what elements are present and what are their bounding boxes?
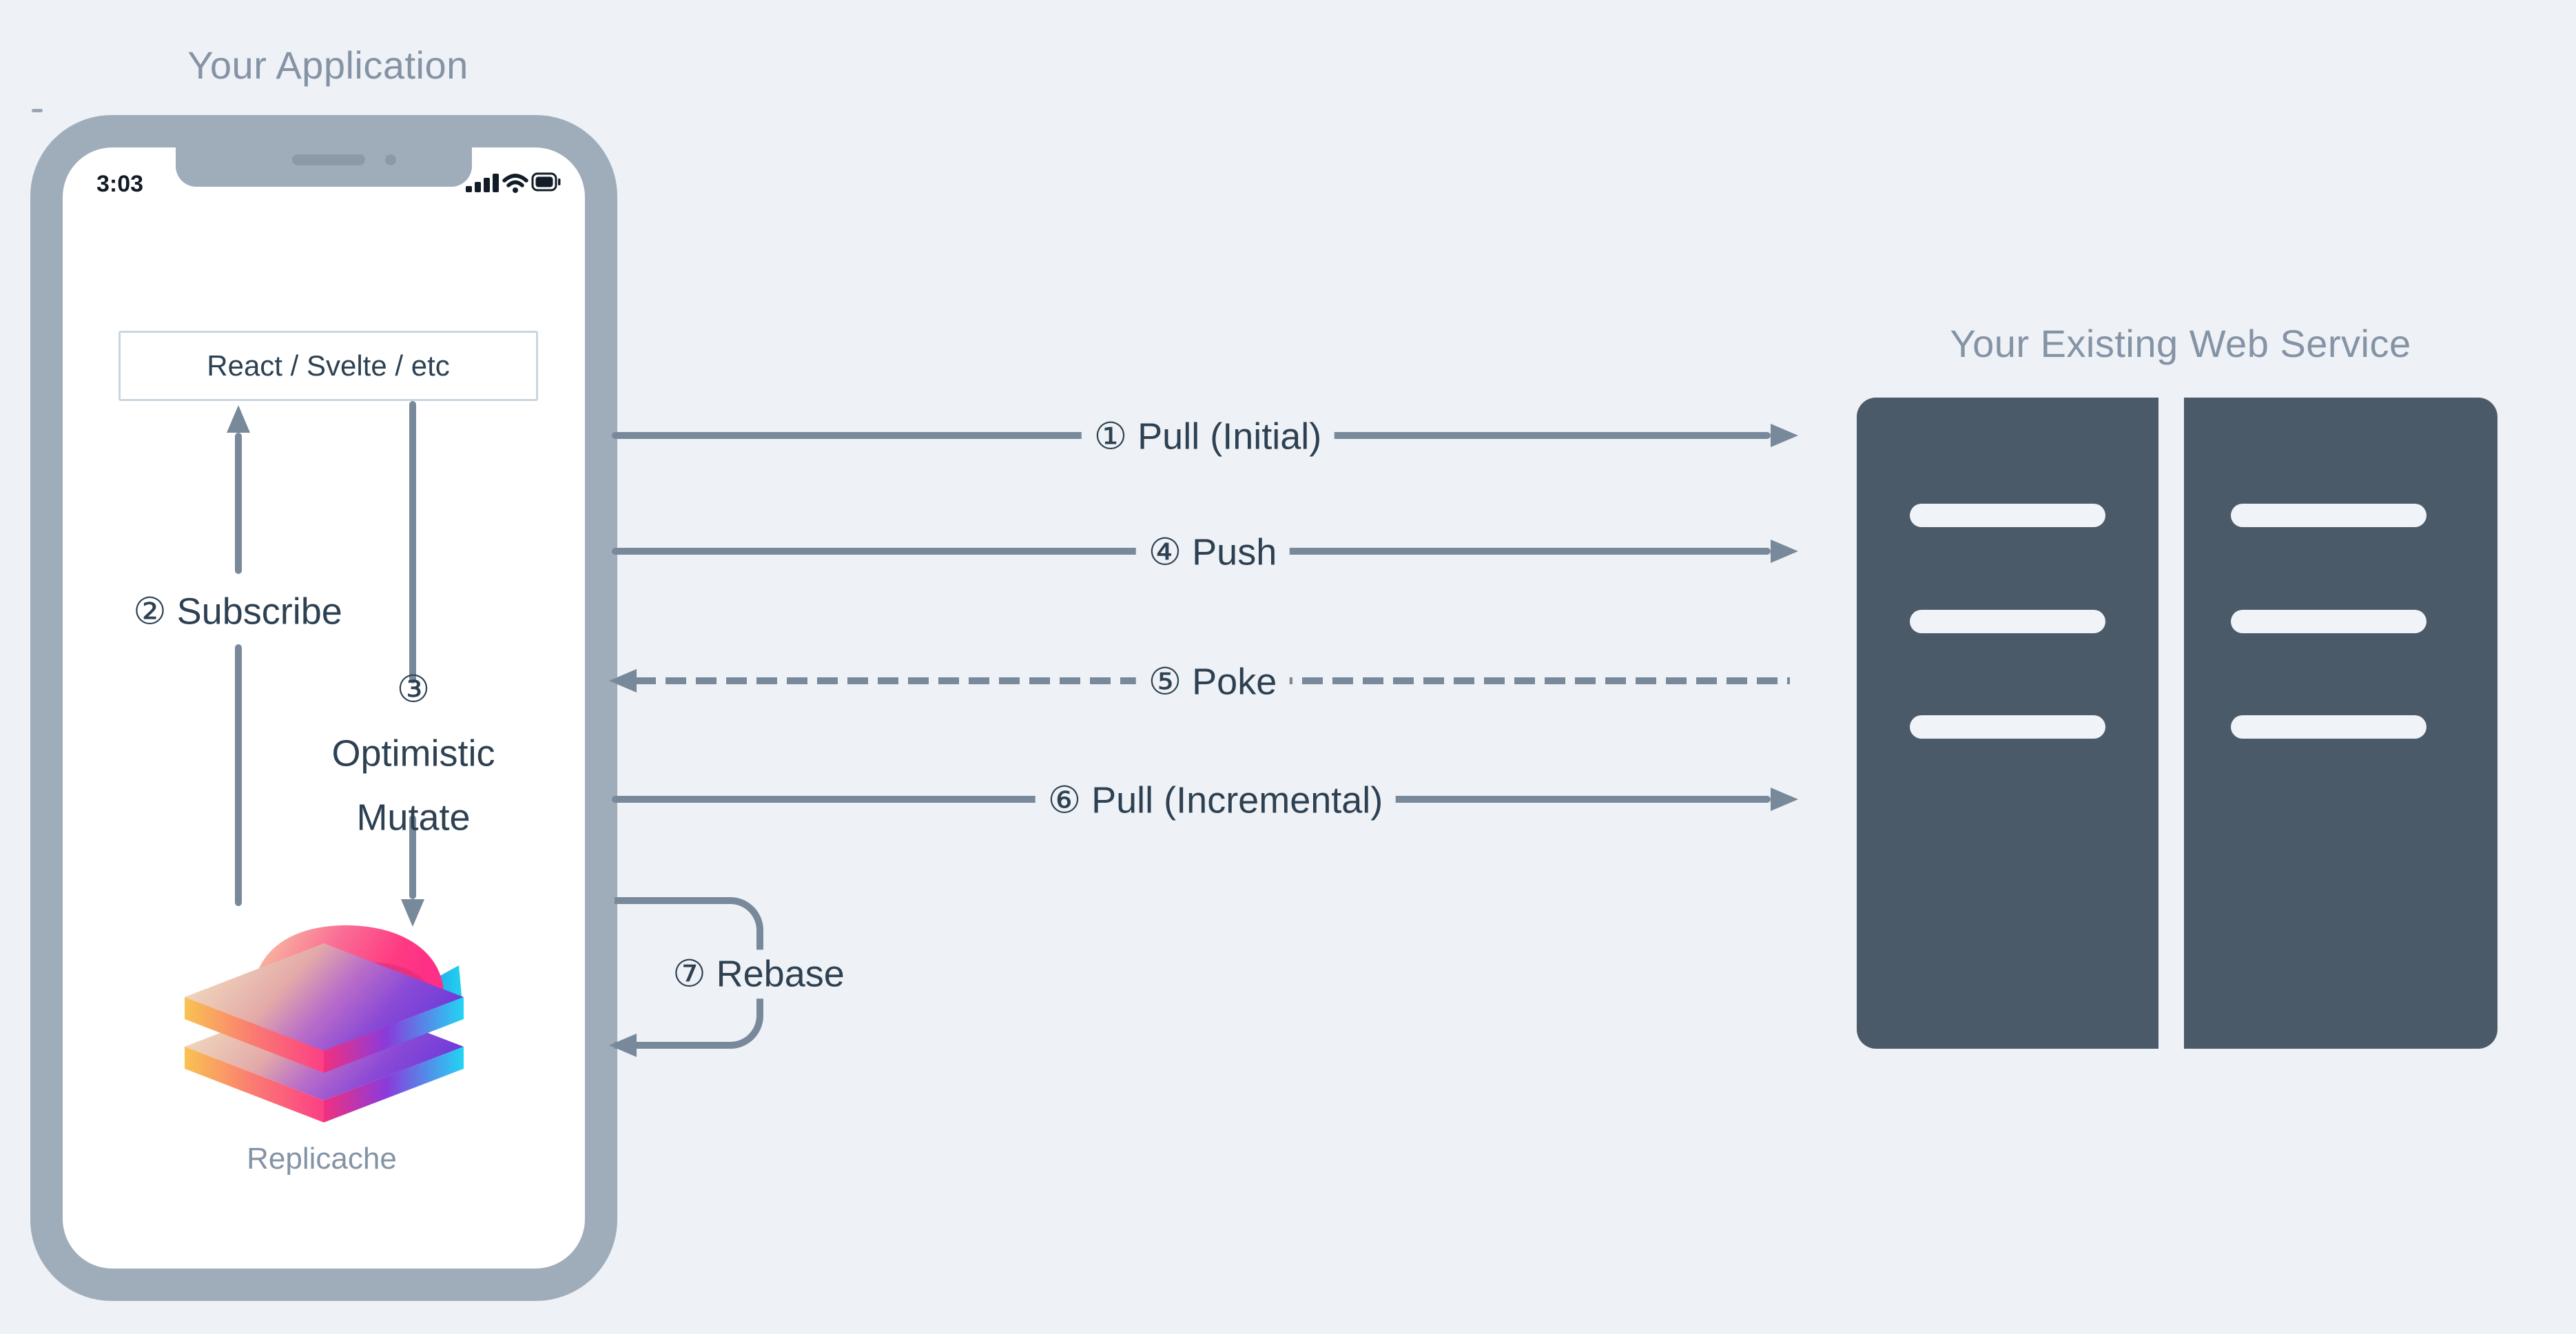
camera-icon (385, 154, 396, 165)
subscribe-line-upper (235, 433, 242, 574)
server-slot (1910, 715, 2105, 739)
wifi-icon (502, 174, 528, 193)
replicache-label: Replicache (247, 1142, 397, 1176)
status-time: 3:03 (96, 171, 144, 197)
battery-icon (531, 172, 561, 192)
phone-frame: 3:03 React / Svelte / etc (30, 115, 617, 1301)
server-slot (2231, 504, 2426, 527)
flow-push-arrowhead (1771, 540, 1798, 563)
optimistic-mutate-label: ③ Optimistic Mutate (331, 668, 495, 839)
server-rack-left (1857, 398, 2158, 1049)
subscribe-line-lower (235, 644, 242, 906)
framework-box: React / Svelte / etc (119, 331, 538, 401)
server-slot (2231, 610, 2426, 633)
speaker-icon (292, 154, 365, 165)
stray-mark (32, 109, 43, 112)
service-title: Your Existing Web Service (1950, 322, 2411, 365)
flow-rebase-arrowhead (609, 1034, 637, 1057)
server-rack-right (2184, 398, 2497, 1049)
server-slot (2231, 715, 2426, 739)
phone-notch (176, 115, 472, 187)
mutate-line-lower (409, 815, 416, 899)
logo-layer-top (185, 943, 464, 1073)
app-title: Your Application (187, 43, 468, 87)
signal-icon (466, 174, 499, 192)
server-slot (1910, 504, 2105, 527)
mutate-arrowhead-down (401, 899, 424, 927)
flow-pull-initial-arrowhead (1771, 424, 1798, 447)
subscribe-label: ② Subscribe (133, 591, 342, 633)
flow-poke-arrowhead (609, 669, 637, 692)
flow-poke-label: ⑤ Poke (1135, 657, 1290, 707)
flow-pull-incremental-label: ⑥ Pull (Incremental) (1035, 776, 1396, 825)
status-icons (466, 172, 561, 193)
replicache-logo (185, 925, 464, 1122)
framework-box-label: React / Svelte / etc (207, 349, 450, 382)
flow-pull-incremental-arrowhead (1771, 788, 1798, 811)
flow-rebase-label: ⑦ Rebase (660, 950, 857, 999)
flow-pull-initial-label: ① Pull (Initial) (1081, 412, 1335, 462)
mutate-line-upper (409, 401, 416, 684)
server-slot (1910, 610, 2105, 633)
subscribe-arrowhead-up (227, 405, 250, 433)
flow-push-label: ④ Push (1135, 528, 1290, 577)
